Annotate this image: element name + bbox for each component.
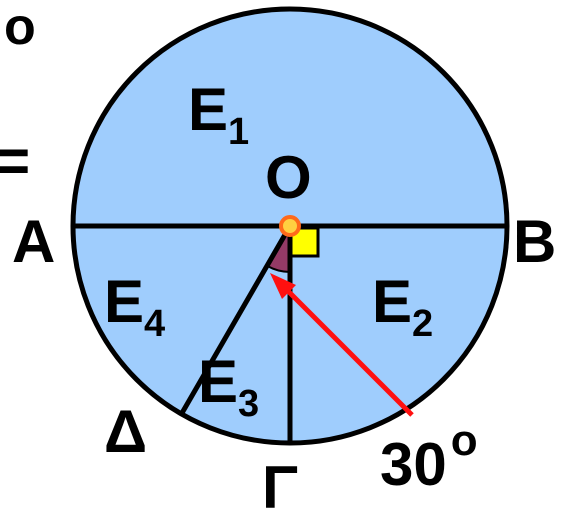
label-b: B <box>513 208 556 275</box>
angle-arrow-head <box>270 273 296 299</box>
center-point <box>279 215 301 237</box>
label-e4: E4 <box>104 268 165 345</box>
cropped-equals: = <box>0 127 30 196</box>
label-a: A <box>12 208 55 275</box>
label-o: O <box>265 144 312 211</box>
radius-o-delta <box>179 224 293 416</box>
angle-value-label: 30o <box>380 416 478 498</box>
label-delta: Δ <box>104 398 147 465</box>
label-e2: E2 <box>372 268 433 345</box>
label-e3: E3 <box>198 348 259 425</box>
label-gamma: Γ <box>262 454 298 512</box>
label-e1: E1 <box>188 76 249 153</box>
cropped-degree-mark: o <box>4 0 36 56</box>
angle-arrow-shaft <box>283 286 414 417</box>
